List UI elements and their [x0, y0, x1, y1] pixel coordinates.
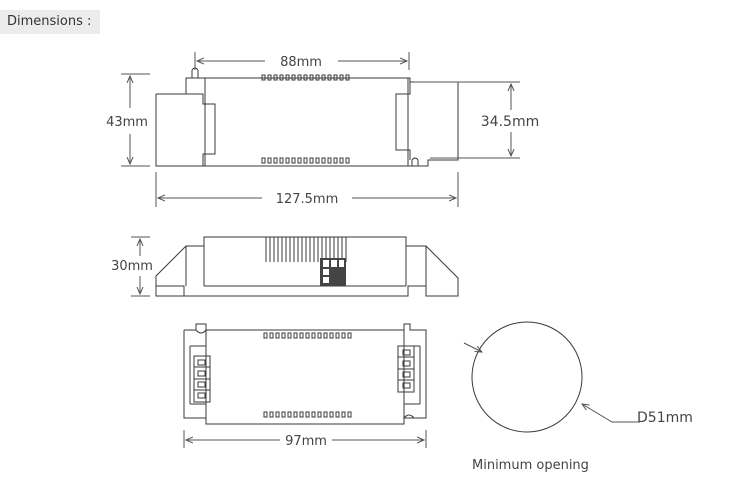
bottom-view-vents-top: [263, 332, 352, 339]
side-view-dimensions: [131, 236, 150, 297]
bottom-view-vents-bottom: [263, 411, 352, 418]
bottom-vent-row: [261, 157, 350, 164]
dim-88mm: 88mm: [280, 55, 322, 70]
top-view: [155, 67, 459, 167]
minimum-opening: [463, 321, 640, 433]
dimensions-tag: Dimensions :: [0, 10, 100, 34]
dim-d51mm: D51mm: [637, 410, 693, 426]
top-view-outline: [156, 77, 459, 167]
bottom-view-dimensions: [183, 430, 427, 448]
side-fins: [265, 237, 347, 262]
opening-circle: [471, 321, 583, 433]
top-view-dimensions: [121, 52, 520, 207]
dim-34-5mm: 34.5mm: [481, 114, 539, 130]
dip-switch: [320, 258, 346, 286]
bottom-view-outline: [183, 323, 427, 425]
dim-43mm: 43mm: [106, 115, 148, 130]
dimensions-tag-label: Dimensions :: [7, 14, 92, 29]
side-view-outline: [155, 236, 459, 297]
top-vent-row: [261, 74, 350, 81]
dim-127-5mm: 127.5mm: [276, 192, 339, 207]
dim-30mm: 30mm: [111, 259, 153, 274]
bottom-view: [183, 323, 427, 425]
opening-caption: Minimum opening: [472, 458, 589, 473]
side-view: [155, 236, 459, 297]
dim-97mm: 97mm: [285, 434, 327, 449]
